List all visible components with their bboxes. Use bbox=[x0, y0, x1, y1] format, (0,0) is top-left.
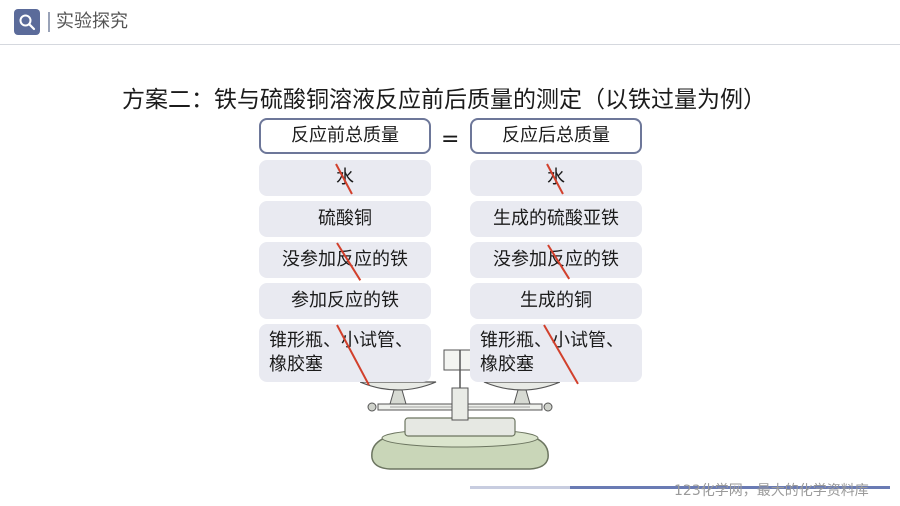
right-item-water: 水 bbox=[470, 160, 642, 196]
search-icon bbox=[19, 14, 36, 31]
right-item-ferrous-sulfate: 生成的硫酸亚铁 bbox=[470, 201, 642, 237]
equals-sign: = bbox=[441, 127, 460, 152]
left-item-unreacted-iron: 没参加反应的铁 bbox=[259, 242, 431, 278]
right-item-unreacted-iron: 没参加反应的铁 bbox=[470, 242, 642, 278]
header-underline bbox=[0, 44, 900, 45]
header-divider bbox=[48, 12, 50, 32]
right-item-copper-formed: 生成的铜 bbox=[470, 283, 642, 319]
right-column-heading: 反应后总质量 bbox=[470, 118, 642, 154]
right-item-apparatus: 锥形瓶、小试管、橡胶塞 bbox=[470, 324, 642, 382]
watermark-text: 123化学网，最大的化学资料库 bbox=[674, 483, 869, 499]
footer-line-light bbox=[470, 486, 570, 489]
footer-line-accent bbox=[570, 486, 890, 489]
balance-scale-illustration bbox=[360, 349, 560, 470]
header-bar: 实验探究 bbox=[0, 0, 900, 46]
header-title: 实验探究 bbox=[56, 11, 128, 32]
left-column-heading: 反应前总质量 bbox=[259, 118, 431, 154]
slide-title: 方案二：铁与硫酸铜溶液反应前后质量的测定（以铁过量为例） bbox=[122, 87, 766, 113]
left-item-reacted-iron: 参加反应的铁 bbox=[259, 283, 431, 319]
left-item-apparatus: 锥形瓶、小试管、橡胶塞 bbox=[259, 324, 431, 382]
left-item-copper-sulfate: 硫酸铜 bbox=[259, 201, 431, 237]
search-button[interactable] bbox=[14, 9, 40, 35]
